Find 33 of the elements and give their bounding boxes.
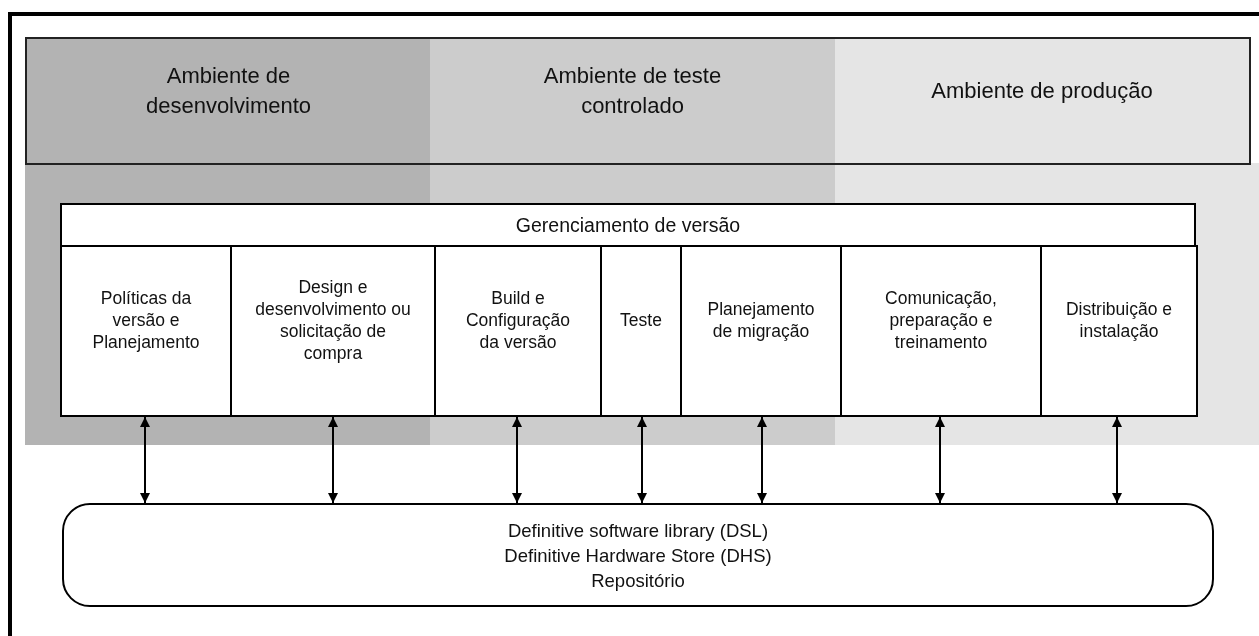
management-table — [60, 203, 1196, 415]
process-box — [840, 245, 1042, 417]
double-arrow — [637, 416, 647, 504]
node-text: Distribuição e instalação — [1065, 298, 1173, 342]
header-text: Ambiente de produção — [931, 77, 1153, 105]
process-box — [1040, 245, 1198, 417]
double-arrow — [512, 416, 522, 504]
node-text: Teste — [620, 309, 662, 331]
double-arrow — [1112, 416, 1122, 504]
environment-header — [25, 37, 430, 165]
node-text: Definitive Hardware Store (DHS) — [504, 543, 772, 568]
header-text: Ambiente de desenvolvimento — [144, 62, 313, 120]
double-arrow — [140, 416, 150, 504]
repository-box — [62, 503, 1214, 607]
double-arrow — [935, 416, 945, 504]
node-text: Planejamento de migração — [706, 298, 816, 342]
process-box — [680, 245, 842, 417]
node-text: Políticas da versão e Planejamento — [91, 287, 201, 353]
process-box — [60, 245, 232, 417]
node-text: Build e Configuração da versão — [464, 287, 572, 353]
environment-header — [430, 37, 835, 165]
table-heading: Gerenciamento de versão — [514, 213, 742, 237]
node-text: Repositório — [591, 568, 685, 593]
node-text: Design e desenvolvimento ou solicitação de compra — [254, 276, 412, 364]
node-text: Definitive software library (DSL) — [507, 518, 769, 543]
double-arrow — [328, 416, 338, 504]
header-text: Ambiente de teste controlado — [542, 62, 723, 120]
process-box — [434, 245, 602, 417]
node-text: Comunicação, preparação e treinamento — [884, 287, 998, 353]
process-box — [600, 245, 682, 417]
environment-header — [835, 37, 1251, 165]
process-box — [230, 245, 436, 417]
double-arrow — [757, 416, 767, 504]
